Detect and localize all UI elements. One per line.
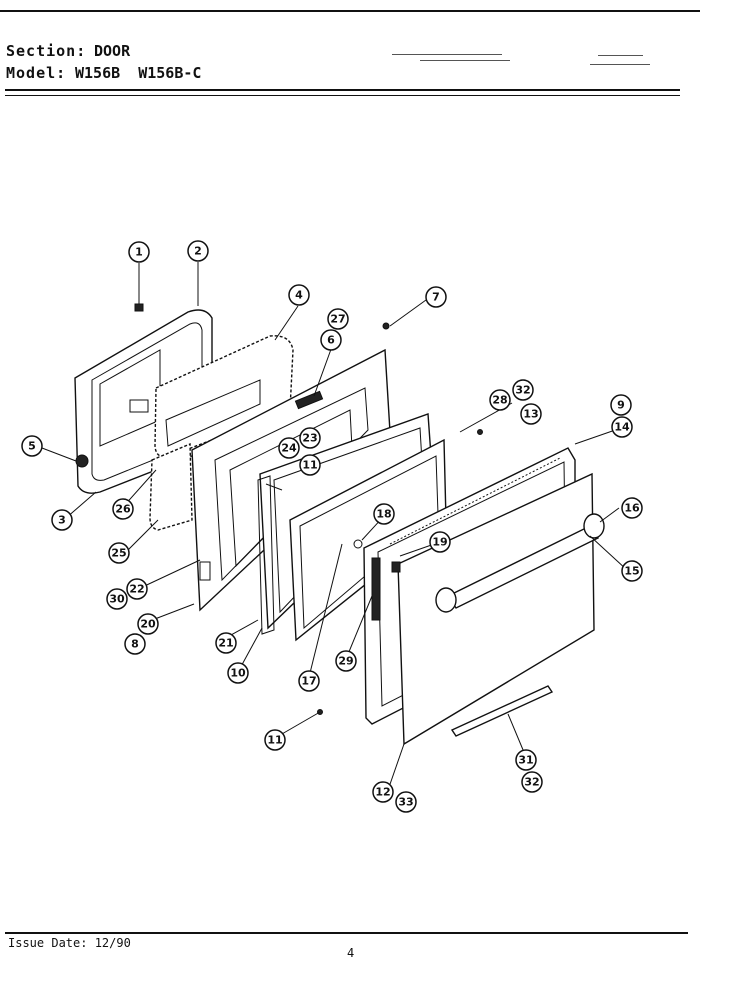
kick-strip	[450, 685, 554, 737]
svg-text:1: 1	[135, 246, 143, 259]
fastener-13	[477, 429, 483, 435]
svg-text:32: 32	[515, 384, 530, 397]
callout-9: 9	[610, 394, 632, 416]
svg-text:2: 2	[194, 245, 202, 258]
callout-30: 30	[106, 588, 128, 610]
callout-12: 12	[372, 781, 394, 803]
scan-speck	[590, 64, 650, 65]
callout-19: 19	[429, 531, 451, 553]
callout-4: 4	[288, 284, 310, 306]
svg-text:29: 29	[338, 655, 353, 668]
svg-text:30: 30	[109, 593, 125, 606]
svg-text:19: 19	[432, 536, 447, 549]
header-rule-thin	[5, 95, 680, 96]
callout-8: 8	[124, 633, 146, 655]
clip-part	[134, 303, 144, 312]
svg-text:5: 5	[28, 440, 36, 453]
section-value: DOOR	[94, 42, 131, 60]
callout-11a: 11	[299, 454, 321, 476]
svg-text:20: 20	[140, 618, 156, 631]
door-handle	[435, 513, 605, 613]
svg-text:31: 31	[518, 754, 533, 767]
svg-text:11: 11	[267, 734, 282, 747]
callout-2: 2	[187, 240, 209, 262]
callout-numbers: 1 2 3 4 5 6 7 8 9 10 11 11 12 13 14 15 1…	[21, 240, 643, 813]
callout-32a: 32	[512, 379, 534, 401]
svg-text:4: 4	[295, 289, 303, 302]
svg-text:13: 13	[523, 408, 538, 421]
svg-text:9: 9	[617, 399, 625, 412]
callout-23: 23	[299, 427, 321, 449]
svg-text:22: 22	[129, 583, 144, 596]
callout-18: 18	[373, 503, 395, 525]
model-value: W156B W156B-C	[75, 64, 202, 82]
callout-17: 17	[298, 670, 320, 692]
svg-text:18: 18	[376, 508, 391, 521]
svg-text:16: 16	[624, 502, 640, 515]
svg-text:17: 17	[301, 675, 316, 688]
callout-33: 33	[395, 791, 417, 813]
section-label: Section:	[6, 42, 87, 60]
svg-text:27: 27	[330, 313, 345, 326]
callout-10: 10	[227, 662, 249, 684]
callout-24: 24	[278, 437, 300, 459]
callout-5: 5	[21, 435, 43, 457]
svg-text:11: 11	[302, 459, 317, 472]
scan-speck	[392, 54, 502, 55]
callout-31: 31	[515, 749, 537, 771]
svg-text:23: 23	[302, 432, 317, 445]
callout-26: 26	[112, 498, 134, 520]
vent-part	[294, 390, 324, 410]
svg-text:32: 32	[524, 776, 539, 789]
svg-text:7: 7	[432, 291, 440, 304]
callout-32b: 32	[521, 771, 543, 793]
svg-text:6: 6	[327, 334, 335, 347]
callout-28: 28	[489, 389, 511, 411]
scan-speck	[598, 55, 643, 56]
page-number: 4	[347, 946, 355, 960]
scan-speck	[420, 60, 510, 61]
callout-15: 15	[621, 560, 643, 582]
top-rule	[0, 10, 700, 12]
svg-text:28: 28	[492, 394, 507, 407]
svg-text:26: 26	[115, 503, 131, 516]
fastener-7	[382, 322, 390, 330]
callout-14: 14	[611, 416, 633, 438]
svg-text:3: 3	[58, 514, 66, 527]
svg-text:14: 14	[614, 421, 630, 434]
footer-rule	[5, 932, 688, 934]
callout-22: 22	[126, 578, 148, 600]
svg-text:10: 10	[230, 667, 246, 680]
callout-11b: 11	[264, 729, 286, 751]
callout-21: 21	[215, 632, 237, 654]
callout-20: 20	[137, 613, 159, 635]
header-rule-thick	[5, 89, 680, 91]
svg-text:15: 15	[624, 565, 639, 578]
svg-text:24: 24	[281, 442, 297, 455]
svg-text:21: 21	[218, 637, 233, 650]
callout-29: 29	[335, 650, 357, 672]
callout-7: 7	[425, 286, 447, 308]
callout-27: 27	[327, 308, 349, 330]
callout-1: 1	[128, 241, 150, 263]
callout-25: 25	[108, 542, 130, 564]
callout-13: 13	[520, 403, 542, 425]
svg-text:8: 8	[131, 638, 139, 651]
issue-date: Issue Date: 12/90	[8, 936, 131, 950]
callout-16: 16	[621, 497, 643, 519]
callout-3: 3	[51, 509, 73, 531]
callout-6: 6	[320, 329, 342, 351]
svg-text:25: 25	[111, 547, 126, 560]
model-label: Model:	[6, 64, 67, 82]
svg-text:12: 12	[375, 786, 390, 799]
svg-text:33: 33	[398, 796, 413, 809]
